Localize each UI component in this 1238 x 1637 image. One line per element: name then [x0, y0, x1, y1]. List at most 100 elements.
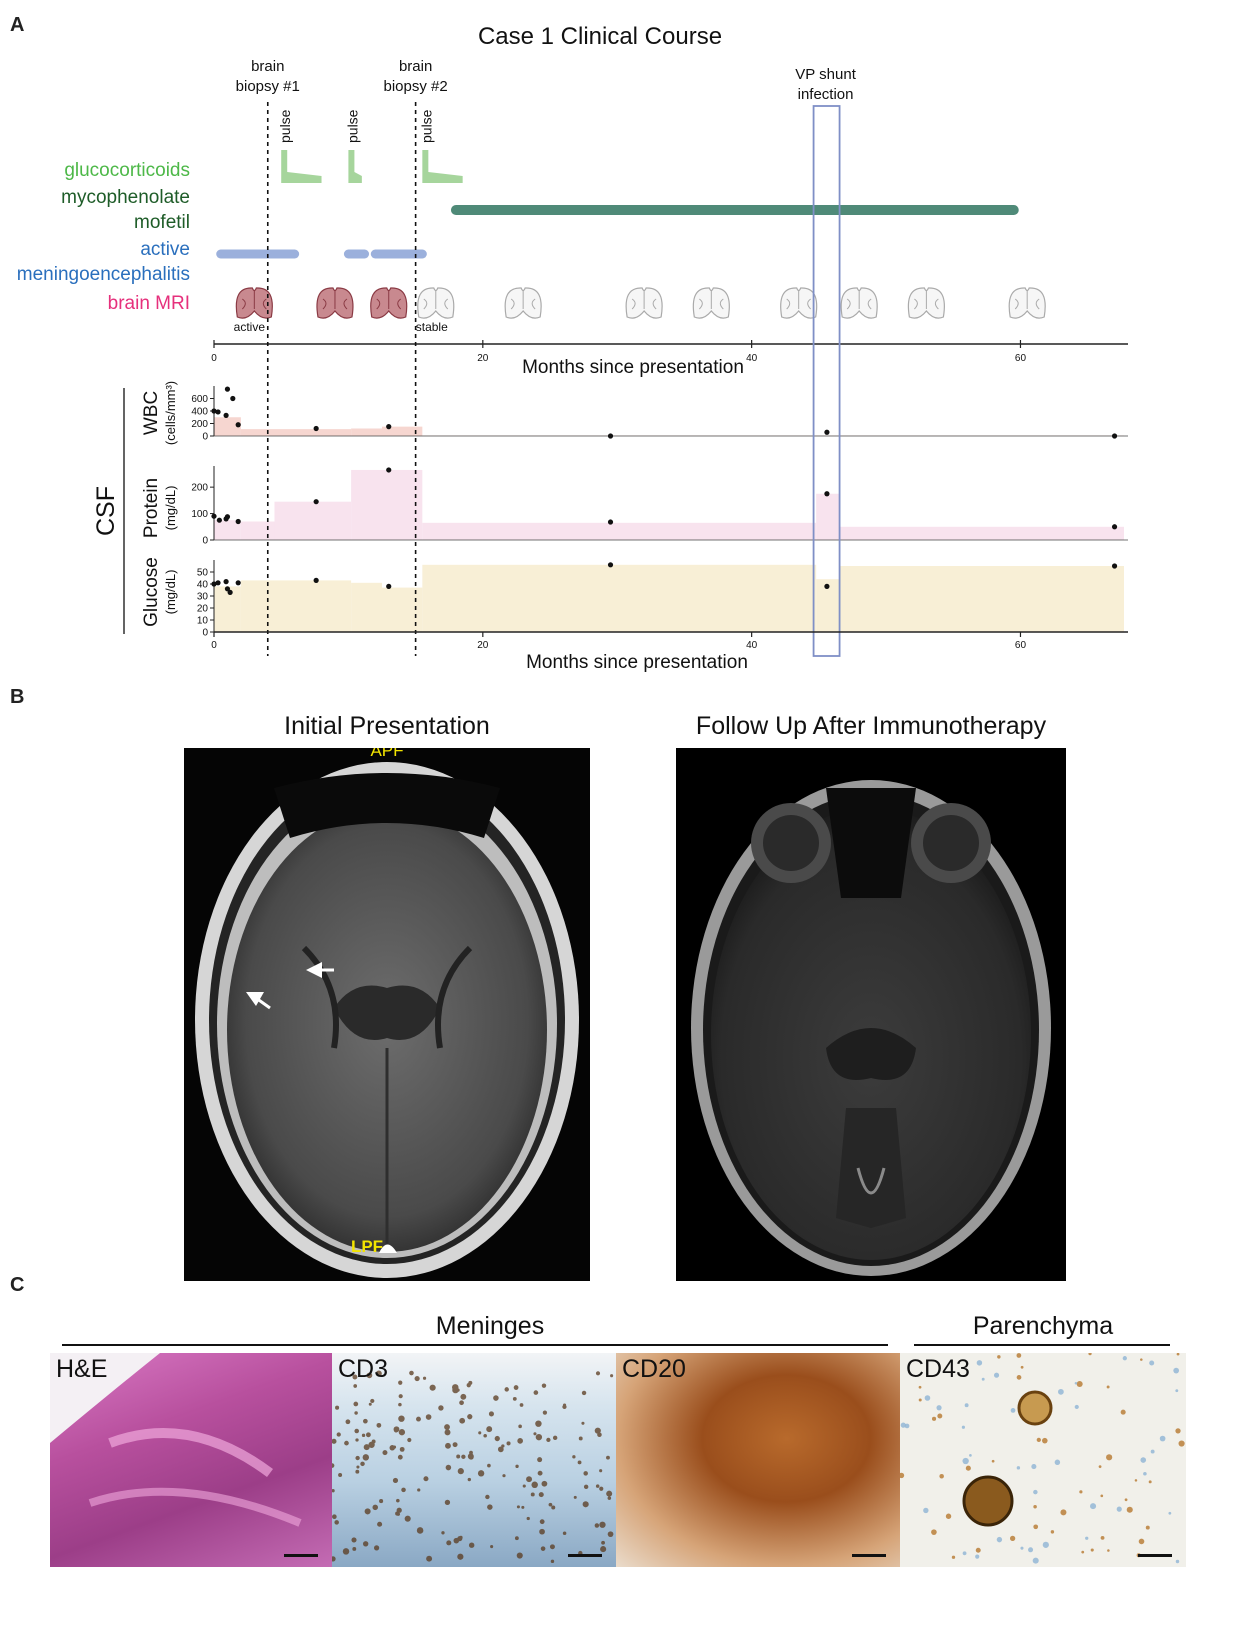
cd3-stained-cell: [550, 1559, 555, 1564]
cd43-stained-cell: [918, 1398, 922, 1402]
cd3-stained-cell: [366, 1372, 373, 1379]
cd3-stained-cell: [606, 1490, 613, 1497]
protein-label: Protein: [141, 478, 162, 538]
cd43-stained-cell: [1041, 1437, 1048, 1444]
cd43-stained-cell: [1140, 1358, 1143, 1361]
cd43-stained-cell: [936, 1405, 942, 1411]
cd3-stained-cell: [345, 1419, 351, 1425]
cd43-stained-cell: [1134, 1479, 1138, 1482]
cd43-stained-cell: [1178, 1440, 1185, 1447]
cd43-stained-cell: [918, 1385, 922, 1389]
cd43-stained-cell: [996, 1536, 1003, 1543]
cd3-stained-cell: [351, 1537, 357, 1543]
scale-bar: [852, 1554, 886, 1557]
cd3-stained-cell: [452, 1384, 459, 1391]
cd43-stained-cell: [1016, 1353, 1022, 1358]
mri-active-label: active: [234, 320, 266, 334]
cd43-stained-cell: [931, 1529, 937, 1535]
glucose-y-tick-label: 0: [202, 628, 208, 639]
cd3-stained-cell: [487, 1504, 493, 1510]
cd3-stained-cell: [535, 1434, 543, 1441]
cd43-stained-cell: [993, 1372, 1000, 1378]
wbc-data-point: [1111, 433, 1118, 439]
cd3-stained-cell: [355, 1438, 359, 1442]
cd3-stained-cell: [429, 1384, 436, 1391]
cd3-stained-cell: [361, 1433, 366, 1438]
cd43-stained-cell: [1122, 1356, 1127, 1361]
wbc-range-fill: [240, 429, 352, 436]
glucose-y-tick-label: 10: [197, 616, 209, 627]
cd3-stained-cell: [396, 1507, 402, 1513]
cd3-stained-cell: [539, 1519, 545, 1525]
cd3-stained-cell: [398, 1402, 402, 1407]
cd3-stained-cell: [332, 1489, 335, 1493]
cd43-stained-cell: [1016, 1466, 1021, 1470]
cd43-stained-cell: [1100, 1535, 1105, 1540]
cd3-stained-cell: [363, 1418, 368, 1424]
cd43-stained-cell: [1149, 1360, 1155, 1366]
cd3-stained-cell: [506, 1441, 511, 1446]
cd3-stained-cell: [444, 1499, 451, 1506]
glucose-range-fill: [214, 586, 241, 632]
scale-bar: [568, 1554, 602, 1557]
cd43-stained-cell: [964, 1403, 969, 1408]
cd3-stained-cell: [416, 1527, 424, 1534]
mmf-label-line1: mycophenolate: [61, 187, 190, 208]
cd43-stained-cell: [1081, 1550, 1085, 1554]
cd3-stained-cell: [578, 1436, 583, 1441]
cd3-stained-cell: [573, 1495, 577, 1499]
cd3-stained-cell: [610, 1374, 614, 1378]
cd3-stained-cell: [539, 1528, 545, 1535]
cd3-stained-cell: [468, 1542, 475, 1548]
glucose-data-point: [824, 583, 830, 590]
wbc-data-point: [824, 429, 830, 435]
cd3-stained-cell: [354, 1411, 358, 1415]
cd43-stained-cell: [1050, 1530, 1055, 1534]
csf-label: CSF: [92, 486, 120, 536]
cd3-stained-cell: [377, 1521, 383, 1527]
cd43-stained-cell: [975, 1554, 980, 1559]
cd43-stained-cell: [1085, 1536, 1089, 1540]
cd43-stained-cell: [997, 1355, 1001, 1359]
wbc-label: WBC: [141, 391, 162, 435]
cd3-stained-cell: [488, 1411, 494, 1417]
parenchyma-rule: [914, 1344, 1170, 1346]
cd43-stained-cell: [1175, 1559, 1180, 1564]
glucose-label: Glucose: [141, 557, 162, 627]
cd43-stained-cell: [1076, 1381, 1083, 1388]
brain-mri-icon: [417, 287, 455, 319]
brain-mri-icon: [625, 287, 663, 319]
cd3-stained-cell: [519, 1403, 524, 1407]
cd3-stained-cell: [512, 1396, 517, 1401]
cd43-stained-cell: [1028, 1547, 1034, 1553]
histo-label: CD43: [906, 1355, 970, 1383]
cd3-stained-cell: [468, 1454, 474, 1460]
cd43-stained-cell: [1150, 1449, 1155, 1454]
cd3-stained-cell: [537, 1470, 543, 1476]
cd3-stained-cell: [552, 1435, 558, 1441]
cd3-stained-cell: [365, 1432, 371, 1438]
cd43-stained-cell: [1126, 1506, 1133, 1513]
scale-bar: [1138, 1554, 1172, 1557]
glucose-unit: (mg/dL): [163, 570, 178, 615]
mri-initial-title: Initial Presentation: [284, 712, 490, 740]
cd3-stained-cell: [417, 1488, 421, 1492]
cd43-stained-cell: [900, 1422, 906, 1428]
wbc-y-tick-label: 400: [191, 407, 208, 418]
brain-mri-icon: [907, 287, 945, 319]
cd43-stained-cell: [1031, 1463, 1037, 1470]
cd3-stained-cell: [375, 1370, 382, 1377]
cd3-stained-cell: [516, 1552, 523, 1559]
protein-data-point: [386, 467, 392, 473]
wbc-unit: (cells/mm³): [163, 381, 178, 445]
wbc-y-tick-label: 0: [202, 432, 208, 443]
glucose-data-point: [211, 581, 217, 587]
protein-range-fill: [422, 522, 817, 540]
cd43-stained-cell: [1176, 1353, 1180, 1356]
csf-x-tick-label: 0: [211, 640, 217, 651]
cd3-stained-cell: [600, 1546, 607, 1553]
cd3-stained-cell: [601, 1540, 605, 1545]
cd43-stained-cell: [1079, 1490, 1083, 1494]
cd3-stained-cell: [452, 1442, 458, 1448]
cd43-stained-cell: [1173, 1367, 1180, 1374]
